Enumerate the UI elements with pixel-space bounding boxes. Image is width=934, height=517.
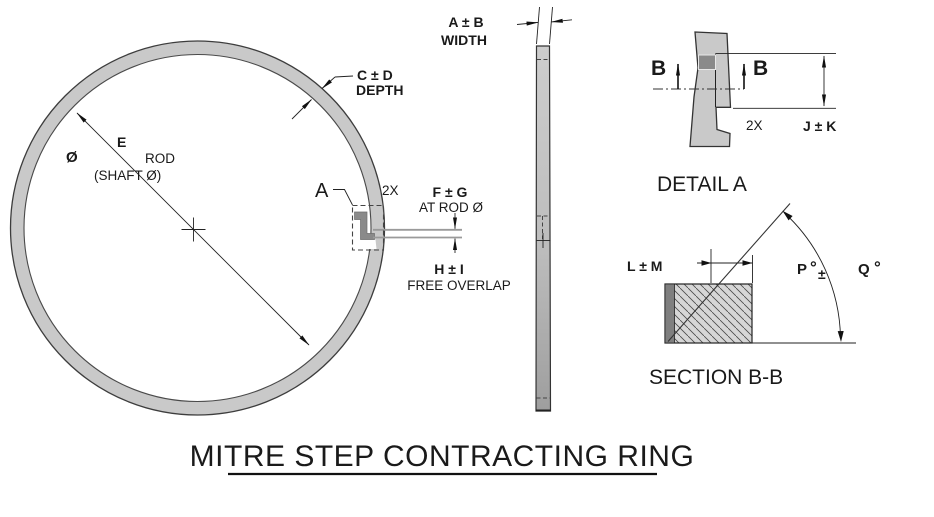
joint-gap-highlight-bottom <box>365 239 377 249</box>
free-overlap-label: FREE OVERLAP <box>407 278 511 293</box>
width-dim-label: A ± B <box>448 14 483 30</box>
length-dim-arrow-2 <box>742 260 753 266</box>
detail-callout-leader <box>333 189 353 206</box>
section-b-label-right: B <box>753 57 768 80</box>
arc-arrow-bottom <box>837 331 844 342</box>
strip-joint-mark <box>536 215 551 248</box>
ring-side-strip <box>535 45 552 412</box>
section-rect-hatch <box>664 283 753 344</box>
detail-callout-letter: A <box>315 180 329 202</box>
detail-a-view: B B 2X J ± K DETAIL A <box>651 31 836 196</box>
center-mark <box>181 217 206 242</box>
detail-callout-box <box>351 204 385 251</box>
section-bb-view: L ± M P ° ± Q ° SECTION B-B <box>627 203 881 389</box>
diameter-letter: E <box>117 134 126 150</box>
width-dimension <box>516 6 573 45</box>
gap-dim-label: F ± G <box>433 184 468 200</box>
detail-qty-label: 2X <box>746 118 763 133</box>
length-dim-label: L ± M <box>627 258 662 274</box>
depth-leader <box>291 75 354 120</box>
gap-at-rod-label: AT ROD Ø <box>419 200 484 215</box>
joint-gap-highlight-top <box>354 208 361 213</box>
length-dim-arrow-1 <box>701 260 712 266</box>
drawing-title-block: MITRE STEP CONTRACTING RING <box>190 440 695 476</box>
diameter-symbol: Ø <box>66 149 78 166</box>
rod-label: ROD <box>145 151 175 166</box>
drawing-title: MITRE STEP CONTRACTING RING <box>190 440 695 473</box>
shaft-label: (SHAFT Ø) <box>94 168 161 183</box>
tolerance-letter-label: Q <box>858 261 870 278</box>
angle-arc-dimension <box>782 210 844 342</box>
angle-letter-label: P <box>797 261 807 278</box>
section-left-band <box>664 283 675 344</box>
depth-word-label: DEPTH <box>356 82 403 98</box>
joint-gap-highlight-left <box>355 220 361 234</box>
tolerance-degree-symbol: ° <box>874 258 881 277</box>
joint-qty-label: 2X <box>382 183 399 198</box>
detail-a-step-dark <box>698 54 716 70</box>
width-word-label: WIDTH <box>441 32 487 48</box>
section-bb-caption: SECTION B-B <box>649 366 783 389</box>
mitre-line <box>667 203 791 342</box>
section-b-label-left: B <box>651 57 666 80</box>
front-view: Ø E ROD (SHAFT Ø) C ± D DEPTH A 2X F ± G… <box>9 40 511 416</box>
land-dim-label: J ± K <box>803 118 836 134</box>
land-dimension <box>715 53 836 109</box>
joint-step-dark <box>354 211 375 240</box>
ring-inner-circle <box>23 53 372 403</box>
arc-arrow-top <box>782 210 793 221</box>
depth-dim-label: C ± D <box>357 67 393 83</box>
angle-degree-symbol: ° <box>810 258 817 277</box>
overlap-dim-label: H ± I <box>434 261 463 277</box>
diameter-dimension <box>76 112 310 346</box>
angle-pm-symbol: ± <box>818 266 826 282</box>
side-view: A ± B WIDTH <box>441 6 573 412</box>
ring-joint-step <box>333 189 462 251</box>
length-dimension <box>697 249 753 283</box>
detail-a-caption: DETAIL A <box>657 173 747 196</box>
